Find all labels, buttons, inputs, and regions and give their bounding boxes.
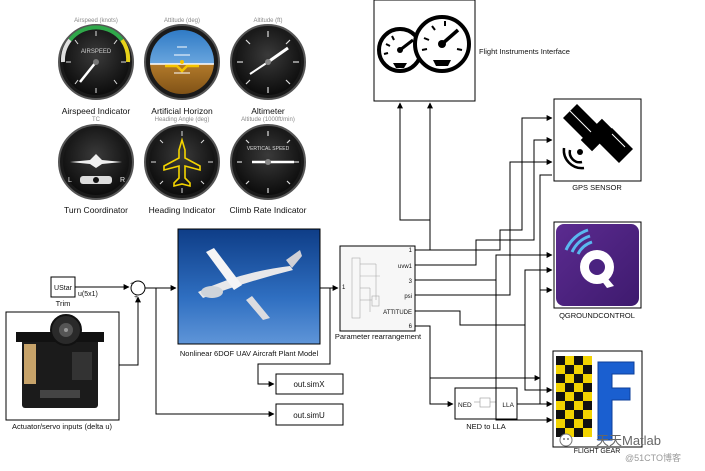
climb-top-label: Altitude (1000ft/min) — [241, 117, 295, 123]
watermark-line1: 天天Matlab — [596, 433, 661, 448]
trim-signal-note: u(5x1) — [78, 291, 98, 298]
qgc-label: QGROUNDCONTROL — [559, 311, 635, 320]
artificial-horizon[interactable]: Attitude (deg) Artificial Horizon — [144, 18, 220, 116]
altimeter[interactable]: Altitude (ft) Altimeter — [230, 18, 306, 116]
turn-caption: Turn Coordinator — [64, 205, 128, 215]
trim-constant-block[interactable]: UStar Trim — [50, 276, 76, 308]
flight-gear-label: FLIGHT GEAR — [574, 448, 621, 455]
param-label: Parameter rearrangement — [335, 332, 422, 341]
actuator-servo-block[interactable]: Actuator/servo inputs (delta u) — [5, 311, 120, 431]
heading-caption: Heading Indicator — [149, 205, 216, 215]
param-port-3: 3 — [409, 279, 413, 285]
servo-icon — [16, 314, 104, 408]
qgroundcontrol-block[interactable]: QGROUNDCONTROL — [553, 221, 642, 320]
altimeter-caption: Altimeter — [251, 106, 285, 116]
turn-right-label: R — [120, 177, 125, 184]
param-port-5: ATTITUDE — [383, 310, 412, 316]
horizon-top-label: Attitude (deg) — [164, 18, 200, 24]
trim-label: Trim — [56, 299, 71, 308]
out-simu-label: out.simU — [293, 411, 325, 420]
turn-coordinator[interactable]: TC L R Turn Coordinator — [58, 117, 134, 215]
gps-sensor-block[interactable]: GPS SENSOR — [553, 98, 642, 192]
ned-in-label: NED — [458, 402, 472, 409]
qgroundcontrol-logo-icon — [564, 228, 614, 288]
actuator-label: Actuator/servo inputs (delta u) — [12, 422, 113, 431]
heading-top-label: Heading Angle (deg) — [155, 117, 210, 123]
sum-sign-b: + — [134, 294, 138, 301]
param-port-2: uvw1 — [398, 264, 413, 270]
turn-left-label: L — [68, 177, 72, 184]
out-simx-block[interactable]: out.simX — [275, 373, 344, 395]
flight-instruments-interface-block[interactable]: Flight Instruments Interface — [373, 0, 570, 102]
uav-aircraft-icon — [198, 248, 302, 320]
climb-face-text: VERTICAL SPEED — [247, 146, 290, 152]
flight-gear-block[interactable]: FLIGHT GEAR — [552, 350, 643, 455]
param-port-1: 1 — [409, 248, 413, 254]
watermark-line2: @51CTO博客 — [625, 452, 681, 463]
flight-instruments-interface-label: Flight Instruments Interface — [479, 47, 570, 56]
horizon-caption: Artificial Horizon — [151, 106, 213, 116]
airspeed-indicator[interactable]: Airspeed (knots) AIRSPEED Airspeed Indic… — [58, 18, 134, 116]
heading-indicator[interactable]: Heading Angle (deg) Heading Indicator — [144, 117, 220, 215]
out-simx-label: out.simX — [293, 380, 325, 389]
gps-label: GPS SENSOR — [572, 183, 622, 192]
param-port-4: psi — [404, 294, 412, 300]
param-in-port: 1 — [342, 285, 346, 291]
airspeed-face-text: AIRSPEED — [81, 49, 112, 55]
plant-model-block[interactable]: Nonlinear 6DOF UAV Aircraft Plant Model — [177, 228, 321, 358]
gauges-icon — [377, 15, 471, 73]
altimeter-top-label: Altitude (ft) — [253, 18, 282, 24]
plant-label: Nonlinear 6DOF UAV Aircraft Plant Model — [180, 349, 319, 358]
sum-sign-a: + — [130, 281, 134, 288]
out-simu-block[interactable]: out.simU — [275, 403, 344, 426]
airspeed-caption: Airspeed Indicator — [62, 106, 131, 116]
parameter-rearrangement-block[interactable]: 1 1 uvw1 3 psi ATTITUDE 6 Parameter rear… — [335, 245, 422, 341]
turn-top-label: TC — [92, 117, 101, 123]
climb-rate-indicator[interactable]: Altitude (1000ft/min) VERTICAL SPEED Cli… — [229, 117, 306, 215]
flightgear-logo-icon — [556, 356, 635, 441]
trim-value: UStar — [54, 285, 73, 292]
satellite-icon — [562, 104, 633, 170]
ned-out-label: LLA — [502, 402, 514, 409]
airspeed-top-label: Airspeed (knots) — [74, 18, 118, 24]
climb-caption: Climb Rate Indicator — [229, 205, 306, 215]
signal-lines — [75, 102, 553, 423]
watermark: 天天Matlab @51CTO博客 — [559, 433, 681, 463]
ned-to-lla-label: NED to LLA — [466, 422, 506, 431]
param-port-6: 6 — [409, 324, 413, 330]
ned-to-lla-block[interactable]: NED LLA NED to LLA — [454, 387, 518, 431]
